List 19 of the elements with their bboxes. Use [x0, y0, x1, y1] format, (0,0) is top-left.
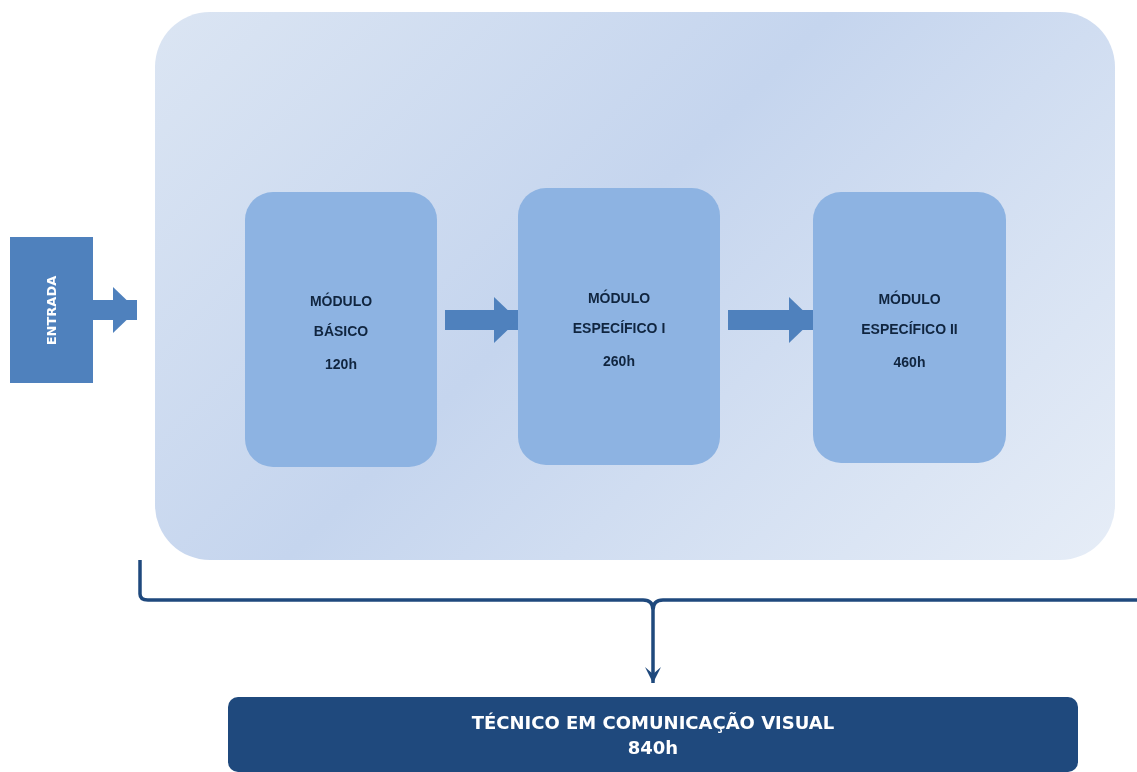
module-box: [813, 192, 1006, 463]
entry-box: [10, 237, 93, 383]
program-panel: [155, 12, 1115, 560]
label-text: ENTRADA: [44, 275, 59, 345]
bracket-arrow: [138, 558, 1137, 685]
hours-text: 120h: [325, 355, 357, 372]
label-text: MÓDULO ESPECÍFICO I: [571, 288, 667, 338]
hours-text: 840h: [627, 736, 679, 758]
block-arrow: [93, 287, 137, 333]
course-title: TÉCNICO EM COMUNICAÇÃO VISUAL: [471, 711, 835, 733]
block-arrow: [445, 297, 518, 343]
hours-text: 260h: [603, 352, 635, 369]
hours-text: 460h: [893, 353, 926, 370]
block-arrow: [728, 297, 813, 343]
module-box: [245, 192, 437, 467]
label-text: MÓDULO ESPECÍFICO II: [860, 289, 959, 339]
result-bar: [228, 697, 1078, 772]
label-text: MÓDULO BÁSICO: [308, 291, 374, 341]
module-box: [518, 188, 720, 465]
